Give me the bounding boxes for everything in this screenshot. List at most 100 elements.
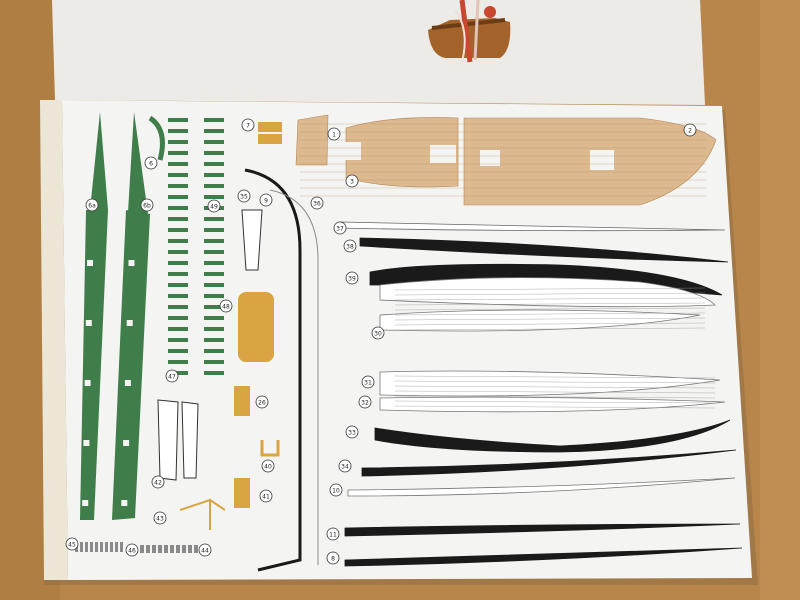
green-hull-top-left — [90, 112, 108, 210]
strip-part — [120, 542, 123, 552]
strip-part — [204, 162, 224, 166]
strake-plank-line — [394, 390, 716, 394]
strip-part — [204, 140, 224, 144]
part-number-label: 8 — [331, 556, 335, 563]
part-number-label: 33 — [348, 430, 356, 437]
part-number-label: 34 — [341, 464, 349, 471]
strip-part — [204, 316, 224, 320]
strip-part — [204, 338, 224, 342]
strip-part — [85, 542, 88, 552]
part-number-label: 3 — [350, 179, 354, 186]
part-number-circle-icon — [241, 118, 255, 132]
gun-port — [82, 500, 89, 506]
strip-part — [168, 283, 188, 287]
part-number-label: 44 — [201, 548, 209, 555]
green-hull-top-right — [128, 112, 148, 214]
part-number-circle-icon — [140, 198, 154, 212]
part-number-label: 39 — [348, 276, 356, 283]
part-number-label: 40 — [264, 464, 272, 471]
part-number-label: 45 — [68, 542, 76, 549]
strake-plank-line — [394, 405, 716, 409]
part-number-label: 46 — [128, 548, 136, 555]
strake-plank-line — [394, 327, 706, 331]
strip-part — [168, 173, 188, 177]
stem-curve-outline — [269, 189, 319, 565]
part-number-label: 11 — [329, 532, 337, 539]
strip-part — [204, 118, 224, 122]
part-number-circle-icon — [327, 127, 341, 141]
part-number-circle-icon — [371, 326, 385, 340]
figure-part — [157, 399, 179, 481]
hull-strake — [347, 477, 736, 497]
hull-strake — [379, 370, 721, 397]
back-paper-sheet — [52, 0, 705, 105]
ship-model-icon — [428, 0, 511, 63]
part-number-circle-icon — [358, 395, 372, 409]
gun-port — [121, 500, 128, 506]
hull-strake — [361, 449, 737, 477]
strip-part — [95, 542, 98, 552]
part-number-circle-icon — [198, 543, 212, 557]
strip-part — [204, 327, 224, 331]
part-number-circle-icon — [683, 123, 697, 137]
strip-part — [168, 228, 188, 232]
strip-part — [158, 545, 162, 553]
tan-y-part — [179, 498, 226, 530]
tan-block-low — [234, 478, 250, 508]
strip-part — [168, 261, 188, 265]
hull-strake — [379, 309, 701, 332]
part-number-label: 9 — [264, 198, 268, 205]
strip-part — [110, 542, 113, 552]
strip-part — [168, 239, 188, 243]
strake-plank-line — [394, 287, 706, 291]
strip-part — [168, 250, 188, 254]
hull-strakes — [339, 221, 743, 567]
deck-planks — [300, 123, 706, 197]
small-strip-parts — [75, 118, 224, 553]
part-number-label: 42 — [154, 480, 162, 487]
strip-part — [168, 140, 188, 144]
part-number-circle-icon — [333, 221, 347, 235]
strip-part — [168, 217, 188, 221]
deck-hatch — [345, 142, 361, 160]
gun-port — [84, 380, 91, 386]
hull-strake — [374, 419, 731, 453]
strip-part — [204, 294, 224, 298]
part-number-circle-icon — [259, 193, 273, 207]
strip-part — [168, 272, 188, 276]
part-number-circle-icon — [237, 189, 251, 203]
strip-part — [204, 305, 224, 309]
deck-piece-mid — [345, 117, 459, 188]
strip-part — [204, 195, 224, 199]
strip-part — [100, 542, 103, 552]
strip-part — [168, 371, 188, 375]
strip-part — [90, 542, 93, 552]
strip-part — [204, 349, 224, 353]
part-number-circle-icon — [65, 537, 79, 551]
green-curved-piece — [148, 115, 165, 161]
strip-part — [204, 184, 224, 188]
strip-part — [168, 129, 188, 133]
strip-part — [204, 129, 224, 133]
strip-part — [176, 545, 180, 553]
strip-part — [168, 327, 188, 331]
part-number-circle-icon — [310, 196, 324, 210]
cabin-piece — [238, 292, 274, 362]
deck-hatch — [480, 150, 500, 166]
strake-plank-line — [394, 297, 706, 301]
strake-plank-line — [394, 395, 716, 399]
strip-part — [204, 173, 224, 177]
part-number-circle-icon — [326, 551, 340, 565]
strip-part — [168, 206, 188, 210]
part-number-label: 36 — [313, 201, 321, 208]
strip-part — [115, 542, 118, 552]
strip-part — [164, 545, 168, 553]
part-number-circle-icon — [345, 271, 359, 285]
strake-plank-line — [394, 380, 716, 384]
gun-port — [87, 260, 93, 266]
gun-port — [128, 260, 135, 266]
main-paper-sheet — [62, 100, 752, 580]
